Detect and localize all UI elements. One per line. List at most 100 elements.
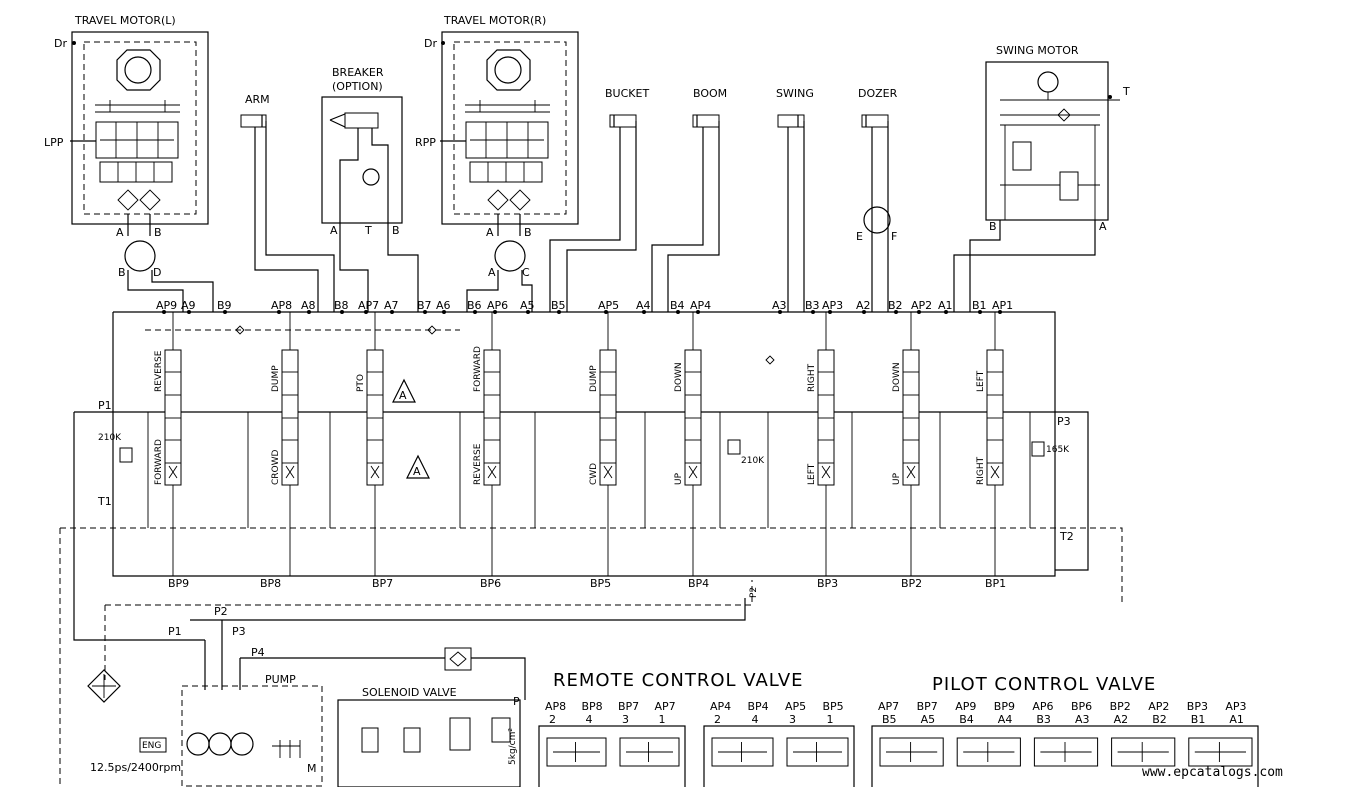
breaker: BREAKER (OPTION) A T B	[321, 66, 419, 312]
control-port-bottom: B4	[959, 713, 974, 726]
control-port-top: BP7	[917, 700, 938, 713]
top-port-ap5: AP5	[598, 299, 619, 312]
pump-circuit: P2 P1 P3 P4 P2 PUMP ENG 12.5ps/2400rpm M	[59, 528, 759, 787]
control-port-bottom: 2	[549, 713, 556, 726]
port-junction	[862, 310, 866, 314]
swing-label: SWING	[776, 87, 814, 100]
port-t1: T1	[97, 495, 112, 508]
port-c-swivel: C	[522, 266, 530, 279]
port-b-swivel: B	[118, 266, 126, 279]
spool-label-bottom: CROWD	[271, 449, 281, 485]
control-valve-spring	[718, 742, 767, 762]
control-valve-spring	[553, 742, 600, 762]
spool-body	[986, 349, 1004, 486]
control-valve-outline	[871, 725, 1259, 787]
top-port-b2: B2	[888, 299, 903, 312]
spool-cross-mark	[603, 465, 613, 479]
port-b-swing: B	[989, 220, 997, 233]
engine-label: ENG	[142, 741, 161, 751]
top-port-ap3: AP3	[822, 299, 843, 312]
spool-body	[164, 349, 182, 486]
port-t-breaker: T	[364, 224, 372, 237]
relief-setting-2: 210K	[741, 456, 765, 466]
port-junction	[696, 310, 700, 314]
spool-label-top: FORWARD	[473, 346, 483, 392]
top-port-a4: A4	[636, 299, 651, 312]
port-a-left: A	[116, 226, 124, 239]
solenoid-valve: SOLENOID VALVE P 5kg/cm²	[337, 686, 521, 787]
breaker-label: BREAKER	[332, 66, 384, 79]
spool-section-3: PTO	[356, 312, 384, 576]
warning-marker-2: A	[413, 465, 421, 478]
arm-cylinder: ARM	[240, 93, 335, 312]
top-port-ap8: AP8	[271, 299, 292, 312]
control-port-bottom: B5	[882, 713, 897, 726]
control-port-bottom: A1	[1229, 713, 1244, 726]
control-port-top: AP6	[1032, 700, 1053, 713]
port-d-swivel: D	[153, 266, 161, 279]
control-port-bottom: 3	[622, 713, 629, 726]
engine-rating: 12.5ps/2400rpm	[90, 761, 181, 774]
control-port-bottom: 1	[659, 713, 666, 726]
control-port-top: AP9	[955, 700, 976, 713]
arm-label: ARM	[245, 93, 270, 106]
spool-label-top: DUMP	[271, 365, 281, 392]
spool-label-bottom: FORWARD	[154, 439, 164, 485]
top-port-b4: B4	[670, 299, 685, 312]
control-port-top: BP9	[994, 700, 1015, 713]
bottom-port-bp8: BP8	[260, 577, 281, 590]
solenoid-valve-label: SOLENOID VALVE	[362, 686, 457, 699]
port-junction	[364, 310, 368, 314]
control-port-top: BP5	[823, 700, 844, 713]
port-f: F	[891, 230, 897, 243]
control-port-top: BP3	[1187, 700, 1208, 713]
top-port-a6: A6	[436, 299, 451, 312]
port-junction	[223, 310, 227, 314]
port-b-breaker: B	[392, 224, 400, 237]
spool-body	[281, 349, 299, 486]
spool-body	[366, 349, 384, 486]
control-valve-spring	[1040, 742, 1092, 762]
control-valve-spring	[886, 742, 938, 762]
top-port-a3: A3	[772, 299, 787, 312]
port-t2: T2	[1059, 530, 1074, 543]
port-p4: P4	[251, 646, 265, 659]
watermark: www.epcatalogs.com	[1142, 765, 1283, 780]
swing-motor-label: SWING MOTOR	[996, 44, 1079, 57]
control-port-bottom: A5	[921, 713, 936, 726]
spool-label-bottom: CWD	[589, 463, 599, 485]
port-junction	[917, 310, 921, 314]
top-port-a7: A7	[384, 299, 399, 312]
port-a-right: A	[486, 226, 494, 239]
control-port-bottom: 3	[789, 713, 796, 726]
spool-label-top: RIGHT	[807, 363, 817, 392]
port-p1-valve: P1	[98, 399, 112, 412]
top-port-b8: B8	[334, 299, 349, 312]
spool-section-2: DUMP CROWD	[271, 312, 299, 576]
spool-label-bottom: UP	[892, 472, 902, 485]
bottom-port-bp7: BP7	[372, 577, 393, 590]
port-junction	[642, 310, 646, 314]
port-m: M	[307, 762, 317, 775]
bottom-port-bp1: BP1	[985, 577, 1006, 590]
bottom-port-bp4: BP4	[688, 577, 709, 590]
top-port-ap7: AP7	[358, 299, 379, 312]
spool-cross-mark	[990, 465, 1000, 479]
port-dr-right: Dr	[424, 37, 437, 50]
spool-label-top: PTO	[356, 374, 366, 392]
port-junction	[778, 310, 782, 314]
bottom-port-bp6: BP6	[480, 577, 501, 590]
port-junction	[277, 310, 281, 314]
bottom-port-bp5: BP5	[590, 577, 611, 590]
control-port-bottom: A2	[1114, 713, 1129, 726]
spool-cross-mark	[370, 465, 380, 479]
control-valve-outline	[538, 725, 686, 787]
spool-label-bottom: LEFT	[807, 463, 817, 485]
swing-motor: SWING MOTOR T B A	[953, 44, 1130, 312]
spool-cross-mark	[821, 465, 831, 479]
control-port-top: BP7	[618, 700, 639, 713]
